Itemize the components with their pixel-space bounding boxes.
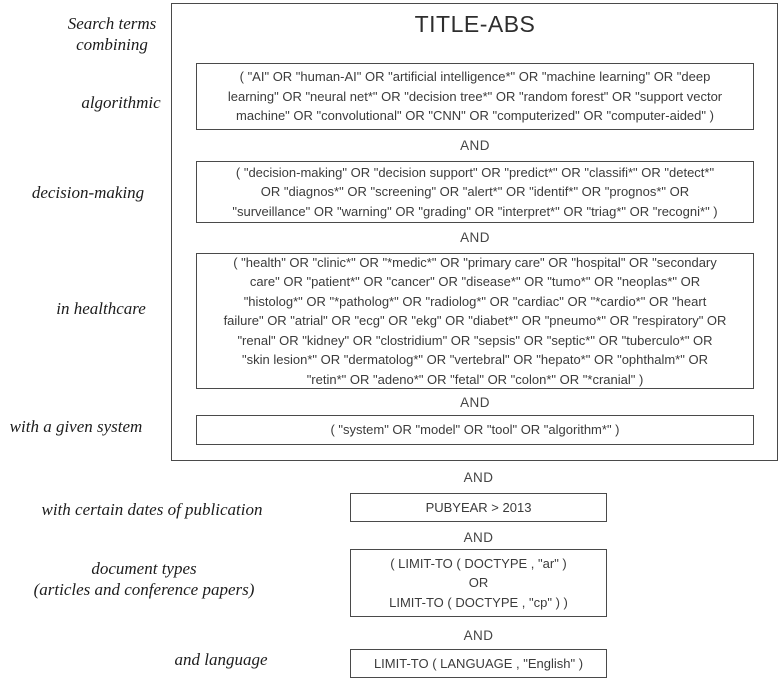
query-box-in-healthcare: ( "health" OR "clinic*" OR "*medic*" OR … [196, 253, 754, 389]
and-operator-1: AND [460, 138, 490, 153]
query-box-decision-making: ( "decision-making" OR "decision support… [196, 161, 754, 223]
query-box-given-system: ( "system" OR "model" OR "tool" OR "algo… [196, 415, 754, 445]
query-box-pubyear: PUBYEAR > 2013 [350, 493, 607, 522]
side-label-with-a-given-system: with a given system [9, 417, 143, 436]
side-label-decision-making: decision-making [31, 183, 145, 202]
side-label-algorithmic: algorithmic [81, 93, 161, 112]
and-operator-2: AND [460, 230, 490, 245]
query-box-doctype: ( LIMIT-TO ( DOCTYPE , "ar" ) OR LIMIT-T… [350, 549, 607, 617]
query-box-language: LIMIT-TO ( LANGUAGE , "English" ) [350, 649, 607, 678]
side-label-document-types: document types (articles and conference … [33, 559, 255, 599]
query-box-algorithmic: ( "AI" OR "human-AI" OR "artificial inte… [196, 63, 754, 130]
side-label-in-healthcare: in healthcare [56, 299, 146, 318]
and-operator-5: AND [463, 530, 494, 545]
side-label-search-terms-combining: Search terms combining [67, 14, 157, 54]
and-operator-3: AND [460, 395, 490, 410]
and-operator-4: AND [463, 470, 494, 485]
side-label-and-language: and language [174, 650, 268, 669]
title-abs-heading: TITLE-ABS [414, 11, 536, 37]
and-operator-6: AND [463, 628, 494, 643]
side-label-dates-of-publication: with certain dates of publication [41, 500, 263, 519]
